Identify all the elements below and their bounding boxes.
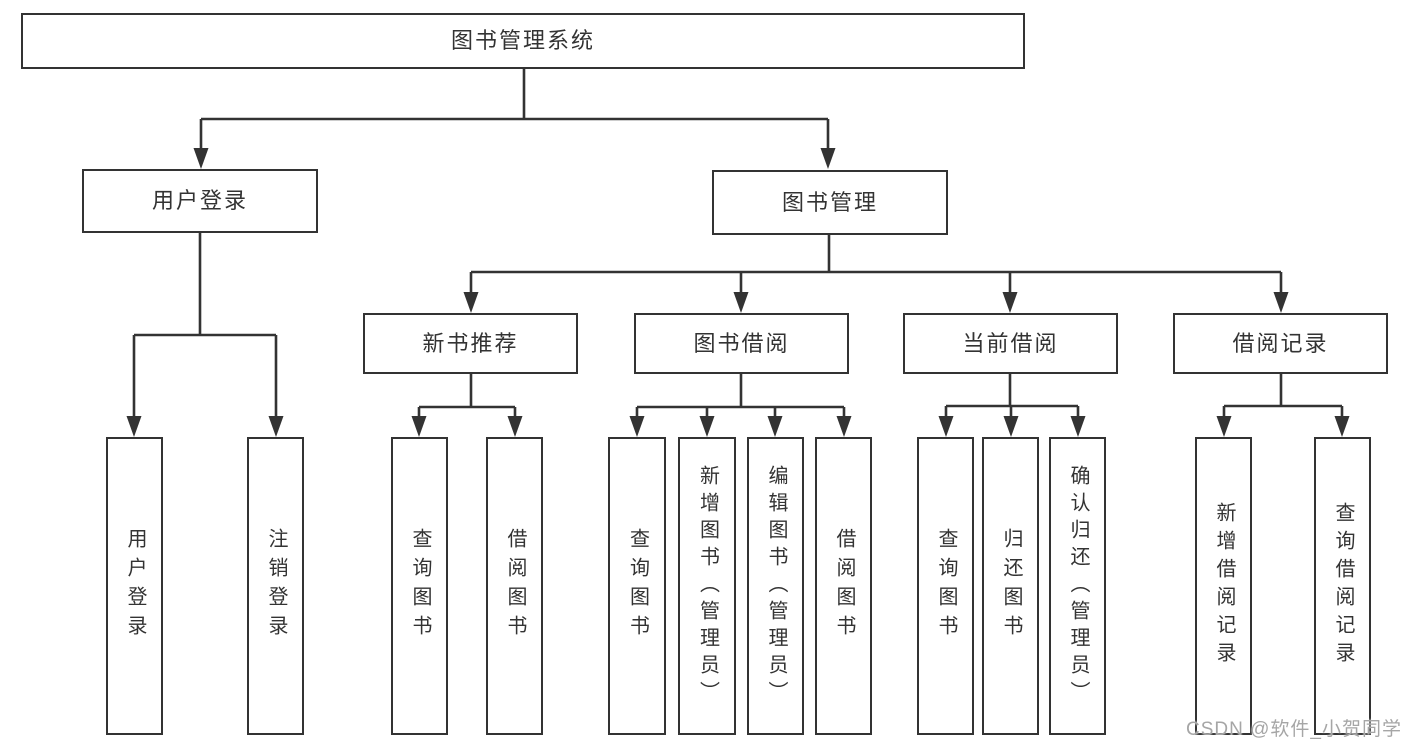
node-current-borrow: 当前借阅 bbox=[903, 313, 1118, 374]
leaf-logout: 注销登录 bbox=[247, 437, 304, 735]
leaf-borrow-books: 借阅图书 bbox=[815, 437, 872, 735]
leaf-add-borrow-record: 新增借阅记录 bbox=[1195, 437, 1252, 735]
node-user-login: 用户登录 bbox=[82, 169, 318, 233]
leaf-query-books-current: 查询图书 bbox=[917, 437, 974, 735]
leaf-confirm-return-admin: 确认归还（管理员） bbox=[1049, 437, 1106, 735]
leaf-query-borrow-record: 查询借阅记录 bbox=[1314, 437, 1371, 735]
node-book-borrow: 图书借阅 bbox=[634, 313, 849, 374]
node-borrow-records: 借阅记录 bbox=[1173, 313, 1388, 374]
leaf-add-books-admin: 新增图书（管理员） bbox=[678, 437, 736, 735]
csdn-watermark: CSDN @软件_小贺同学 bbox=[1186, 719, 1402, 740]
leaf-edit-books-admin: 编辑图书（管理员） bbox=[747, 437, 804, 735]
node-book-mgmt: 图书管理 bbox=[712, 170, 948, 235]
leaf-query-books-recommend: 查询图书 bbox=[391, 437, 448, 735]
leaf-user-login: 用户登录 bbox=[106, 437, 163, 735]
node-new-book-recommend: 新书推荐 bbox=[363, 313, 578, 374]
node-root: 图书管理系统 bbox=[21, 13, 1025, 69]
leaf-return-books: 归还图书 bbox=[982, 437, 1039, 735]
leaf-borrow-books-recommend: 借阅图书 bbox=[486, 437, 543, 735]
leaf-query-books-borrow: 查询图书 bbox=[608, 437, 666, 735]
